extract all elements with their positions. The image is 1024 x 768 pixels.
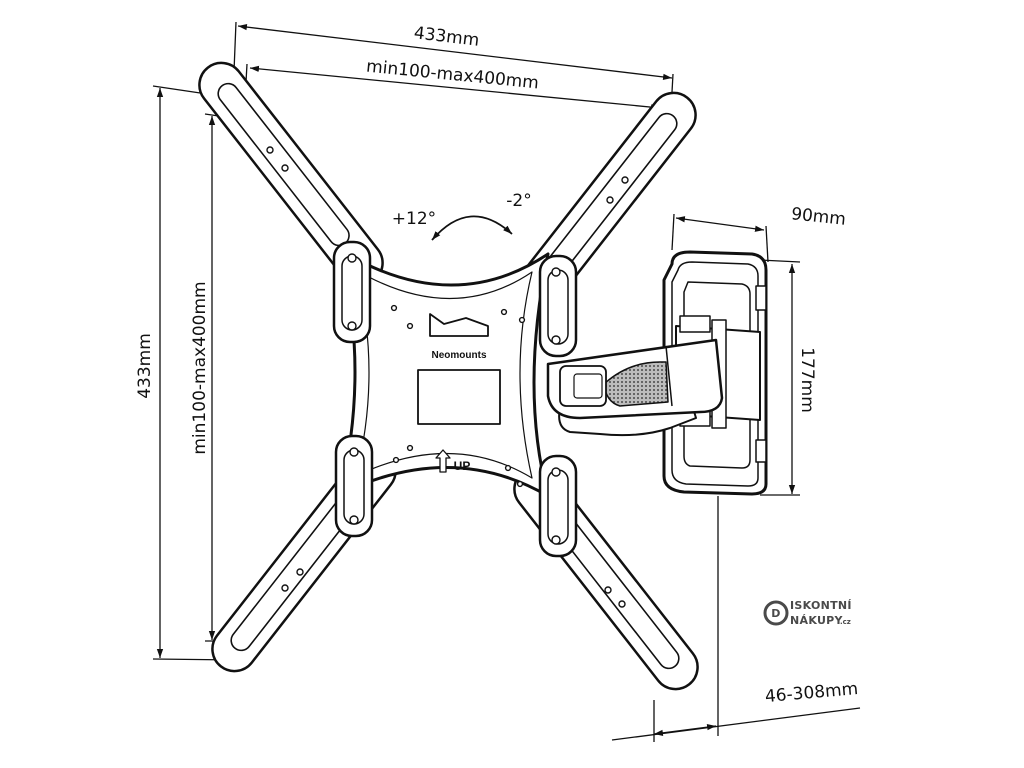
tilt-indicator bbox=[431, 215, 513, 241]
bracket-height-label: 177mm bbox=[797, 347, 817, 413]
articulated-arm bbox=[546, 338, 724, 437]
bracket-depth-label: 90mm bbox=[790, 204, 847, 230]
screw-holes bbox=[266, 146, 629, 608]
watermark-logo: D ISKONTNÍ NÁKUPY .cz bbox=[763, 599, 852, 627]
wall-distance-label: 46-308mm bbox=[764, 679, 859, 707]
overall-height-label: 433mm bbox=[135, 333, 155, 399]
watermark-line1: ISKONTNÍ bbox=[790, 599, 852, 612]
watermark-line2: NÁKUPY bbox=[790, 614, 844, 627]
brand-label: Neomounts bbox=[432, 350, 487, 361]
watermark-mark: D bbox=[771, 607, 780, 620]
tilt-forward-label: +12° bbox=[392, 209, 436, 229]
up-label: UP bbox=[454, 459, 471, 473]
overall-width-label: 433mm bbox=[413, 23, 480, 51]
vesa-plate bbox=[198, 61, 699, 691]
vesa-height-label: min100-max400mm bbox=[190, 281, 210, 454]
watermark-suffix: .cz bbox=[840, 618, 851, 626]
tilt-backward-label: -2° bbox=[506, 191, 531, 211]
